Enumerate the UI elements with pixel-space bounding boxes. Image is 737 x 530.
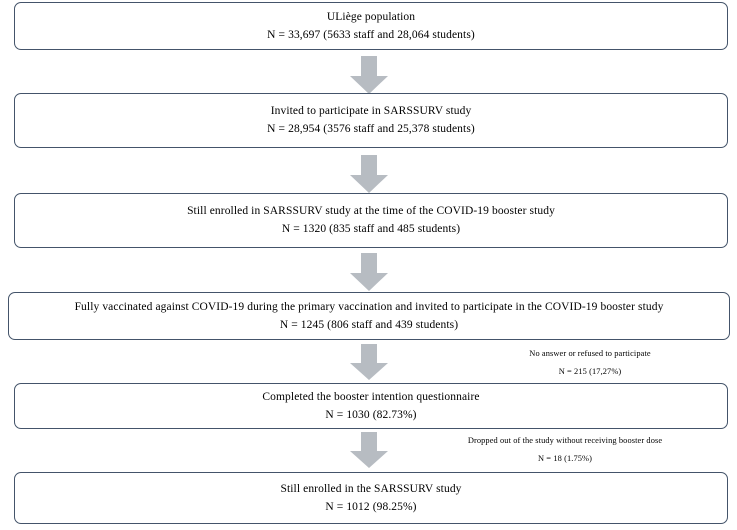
flow-node-invited-count: N = 28,954 (3576 staff and 25,378 studen… (267, 123, 475, 135)
flow-node-still-enrolled: Still enrolled in SARSSURV study at the … (14, 193, 728, 248)
down-block-arrow-icon (350, 432, 388, 468)
flow-node-completed-label: Completed the booster intention question… (262, 390, 480, 403)
flow-node-fully-vaccinated-count: N = 1245 (806 staff and 439 students) (279, 318, 459, 331)
flow-annotation-no-answer-count: N = 215 (17,27%) (558, 367, 622, 376)
flow-node-final-enrolled-count: N = 1012 (98.25%) (325, 500, 417, 513)
flow-node-population-label: ULiège population (326, 10, 416, 23)
flow-node-final-enrolled: Still enrolled in the SARSSURV study N =… (14, 472, 728, 524)
flow-node-fully-vaccinated-label: Fully vaccinated against COVID-19 during… (74, 300, 664, 313)
flow-node-invited: Invited to participate in SARSSURV study… (14, 93, 728, 148)
flow-annotation-dropped-count: N = 18 (1.75%) (537, 454, 593, 463)
flow-node-still-enrolled-count: N = 1320 (835 staff and 485 students) (281, 223, 461, 235)
flow-annotation-dropped: Dropped out of the study without receivi… (405, 434, 725, 465)
flow-node-fully-vaccinated: Fully vaccinated against COVID-19 during… (8, 292, 730, 340)
flow-annotation-no-answer-label: No answer or refused to participate (529, 349, 651, 358)
flow-node-completed-count: N = 1030 (82.73%) (325, 408, 417, 421)
flow-node-invited-label: Invited to participate in SARSSURV study (270, 105, 472, 117)
down-block-arrow-icon (350, 56, 388, 94)
down-block-arrow-icon (350, 253, 388, 291)
flow-node-final-enrolled-label: Still enrolled in the SARSSURV study (280, 482, 462, 495)
flow-annotation-no-answer: No answer or refused to participate N = … (455, 347, 725, 378)
down-block-arrow-icon (350, 155, 388, 193)
flow-node-still-enrolled-label: Still enrolled in SARSSURV study at the … (187, 205, 555, 217)
flow-node-population-count: N = 33,697 (5633 staff and 28,064 studen… (267, 28, 475, 41)
down-block-arrow-icon (350, 344, 388, 380)
flow-node-completed: Completed the booster intention question… (14, 383, 728, 429)
flow-node-population: ULiège population N = 33,697 (5633 staff… (14, 2, 728, 50)
flow-annotation-dropped-label: Dropped out of the study without receivi… (467, 436, 663, 445)
